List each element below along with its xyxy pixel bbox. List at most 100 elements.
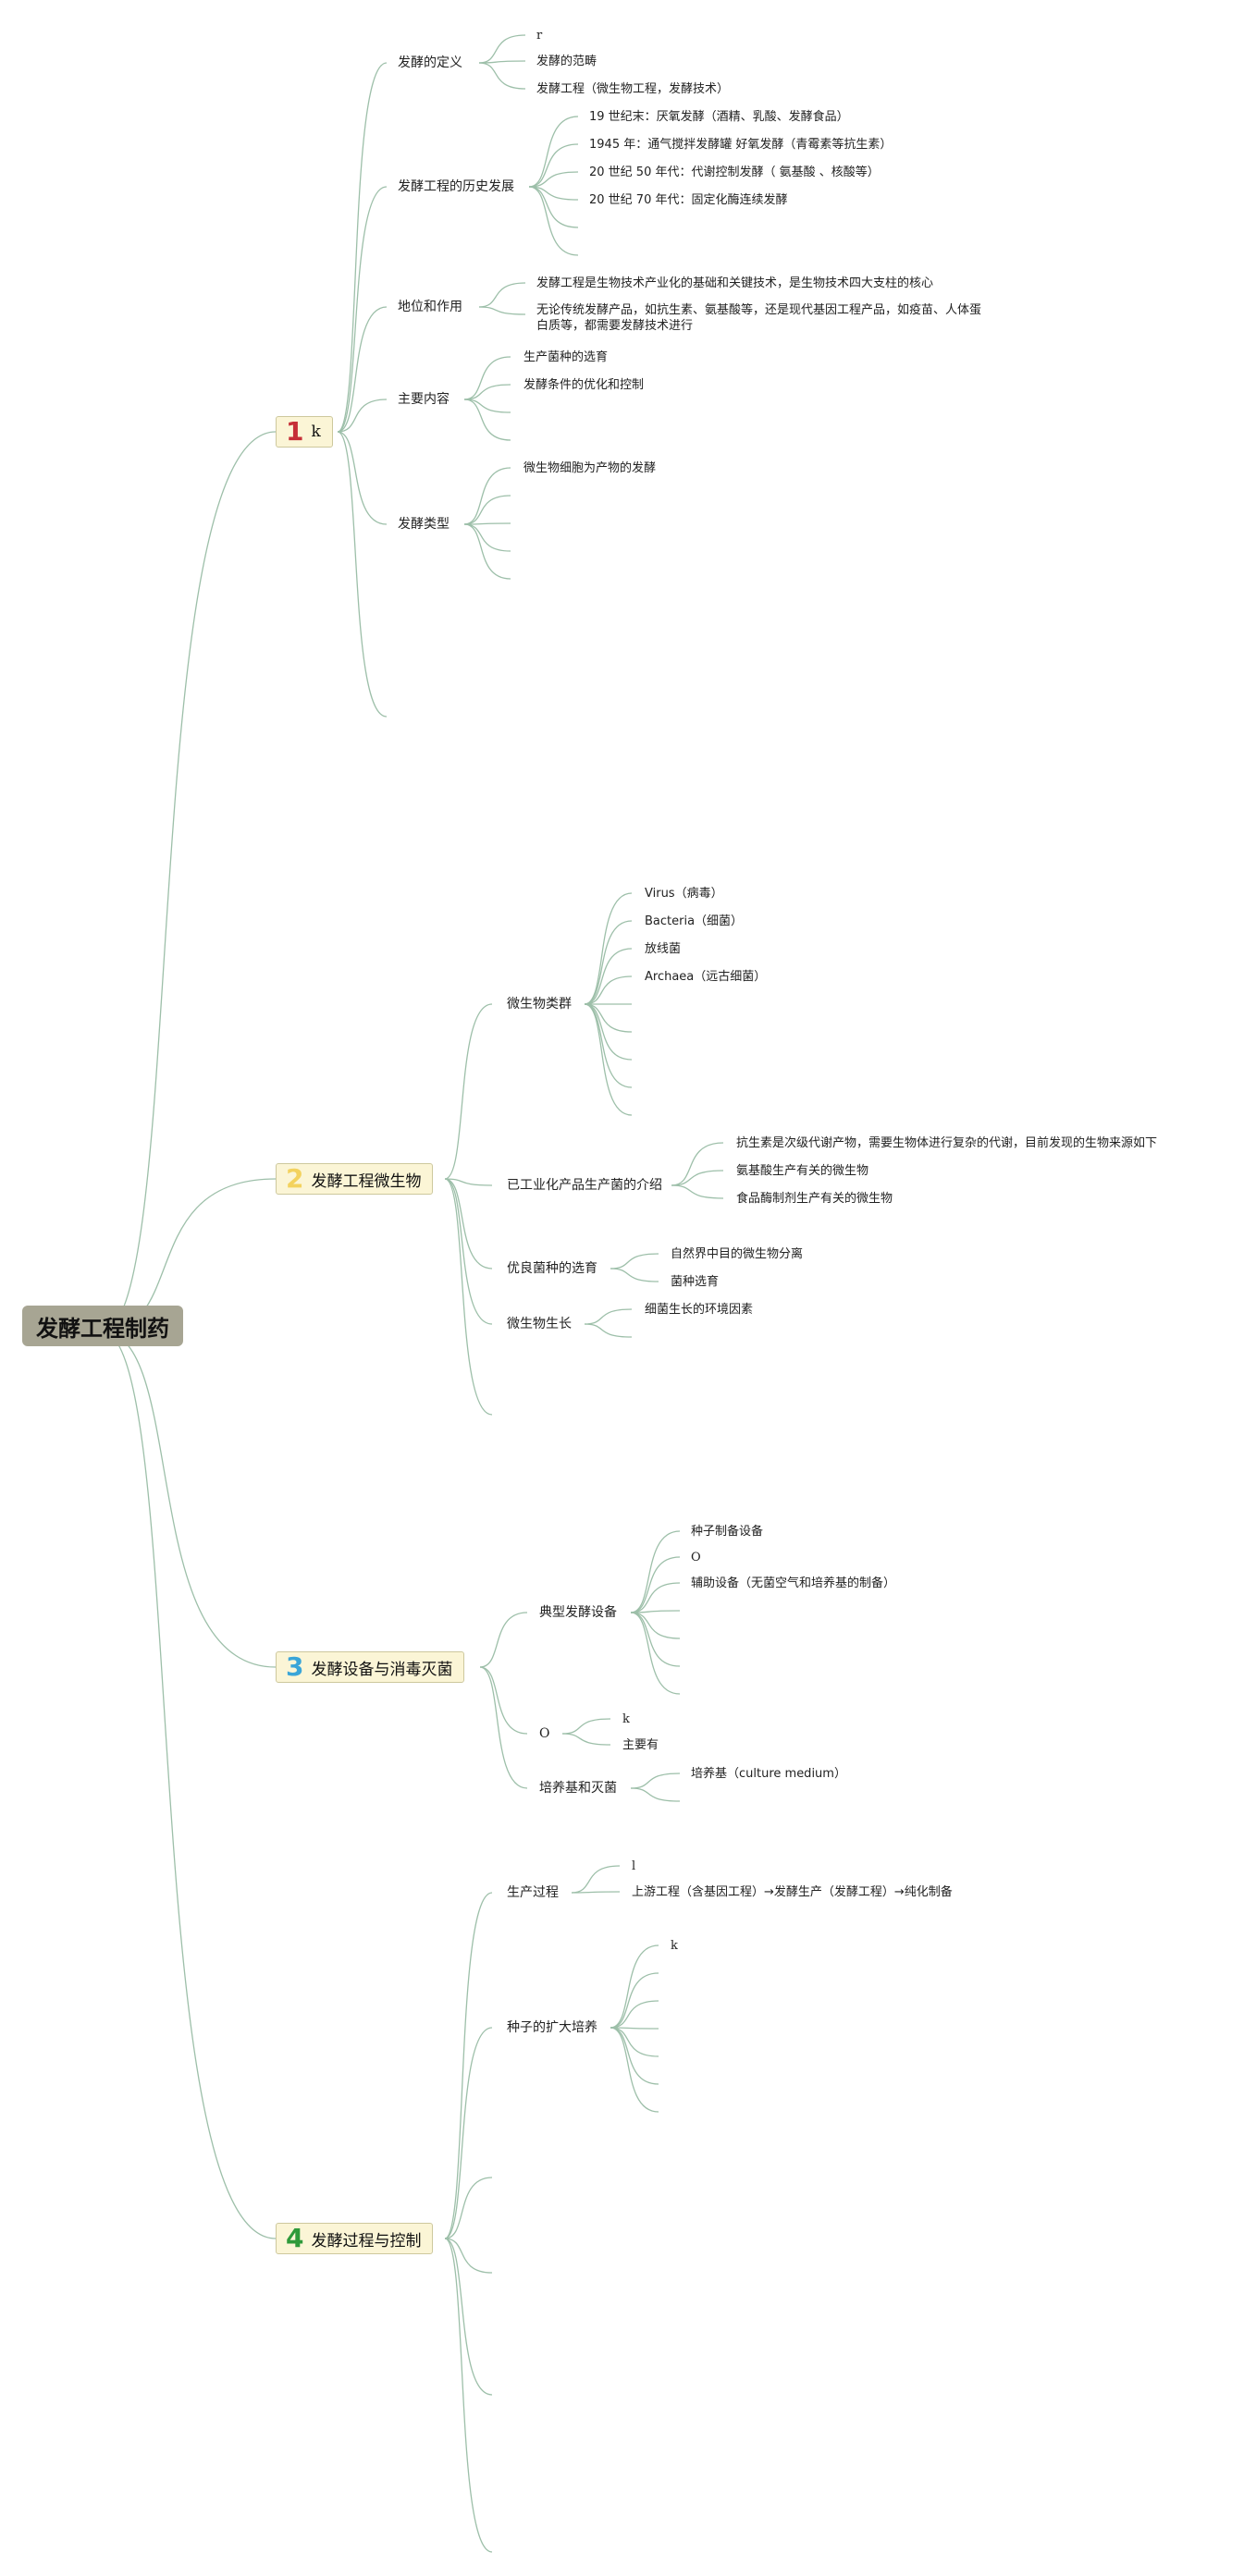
branch-production-process[interactable]: 生产过程 bbox=[507, 1885, 559, 1900]
connector bbox=[444, 2238, 493, 2396]
leaf-role-1[interactable]: 发酵工程是生物技术产业化的基础和关键技术，是生物技术四大支柱的核心 bbox=[536, 276, 934, 290]
connector bbox=[101, 431, 277, 1332]
leaf-content-1[interactable]: 生产菌种的选育 bbox=[523, 350, 609, 364]
connector bbox=[630, 1610, 681, 1613]
branch-seed-culture[interactable]: 种子的扩大培养 bbox=[507, 2020, 597, 2035]
connector bbox=[478, 34, 526, 64]
topic-4-number: 4 bbox=[286, 2223, 304, 2253]
connector bbox=[528, 116, 579, 188]
branch-role[interactable]: 地位和作用 bbox=[398, 300, 462, 314]
leaf-definition-2[interactable]: 发酵的范畴 bbox=[536, 55, 597, 68]
connector bbox=[561, 1733, 611, 1746]
connector bbox=[630, 1556, 681, 1613]
leaf-equipment-3[interactable]: 辅助设备（无菌空气和培养基的制备） bbox=[691, 1576, 896, 1590]
connector bbox=[478, 62, 526, 90]
leaf-breeding-2[interactable]: 菌种选育 bbox=[671, 1275, 720, 1289]
leaf-history-1[interactable]: 19 世纪末：厌氧发酵（酒精、乳酸、发酵食品） bbox=[589, 110, 849, 124]
connector bbox=[610, 2027, 659, 2113]
connector bbox=[444, 1178, 493, 1416]
leaf-groups-3[interactable]: 放线菌 bbox=[645, 942, 682, 956]
leaf-industrial-3[interactable]: 食品酶制剂生产有关的微生物 bbox=[736, 1192, 893, 1206]
leaf-definition-1[interactable]: r bbox=[536, 29, 543, 43]
connector bbox=[528, 171, 579, 188]
connector bbox=[528, 186, 579, 256]
leaf-o-1[interactable]: k bbox=[622, 1712, 630, 1726]
leaf-medium-1[interactable]: 培养基（culture medium） bbox=[691, 1767, 846, 1781]
connector bbox=[561, 1718, 611, 1735]
topic-2[interactable]: 2 发酵工程微生物 bbox=[276, 1163, 434, 1195]
topic-1[interactable]: 1 k bbox=[276, 416, 333, 448]
leaf-industrial-1[interactable]: 抗生素是次级代谢产物，需要生物体进行复杂的代谢，目前发现的生物来源如下 bbox=[736, 1136, 1158, 1150]
connector bbox=[584, 892, 633, 1005]
connector bbox=[630, 1612, 681, 1695]
connector bbox=[528, 143, 579, 188]
leaf-history-2[interactable]: 1945 年：通气搅拌发酵罐 好氧发酵（青霉素等抗生素） bbox=[589, 138, 893, 152]
topic-4[interactable]: 4 发酵过程与控制 bbox=[276, 2223, 434, 2254]
branch-history[interactable]: 发酵工程的历史发展 bbox=[398, 179, 514, 194]
connector bbox=[479, 1612, 528, 1668]
branch-content[interactable]: 主要内容 bbox=[398, 392, 450, 407]
topic-1-number: 1 bbox=[286, 416, 304, 447]
leaf-breeding-1[interactable]: 自然界中目的微生物分离 bbox=[671, 1247, 804, 1261]
topic-3-number: 3 bbox=[286, 1651, 304, 1682]
connector bbox=[671, 1170, 724, 1186]
connector bbox=[571, 1891, 621, 1894]
connector bbox=[101, 1331, 277, 2239]
topic-3[interactable]: 3 发酵设备与消毒灭菌 bbox=[276, 1651, 465, 1683]
leaf-growth-1[interactable]: 细菌生长的环境因素 bbox=[645, 1303, 754, 1317]
connector bbox=[584, 1308, 633, 1325]
connector bbox=[101, 1331, 277, 1668]
branch-growth[interactable]: 微生物生长 bbox=[507, 1317, 572, 1331]
branch-definition[interactable]: 发酵的定义 bbox=[398, 55, 462, 70]
connector bbox=[444, 1178, 493, 1186]
leaf-role-2[interactable]: 无论传统发酵产品，如抗生素、氨基酸等，还是现代基因工程产品，如疫苗、人体蛋白质等… bbox=[536, 303, 982, 333]
leaf-o-2[interactable]: 主要有 bbox=[622, 1738, 659, 1752]
leaf-process-1[interactable]: l bbox=[632, 1859, 636, 1873]
connector bbox=[478, 282, 526, 308]
leaf-process-2[interactable]: 上游工程（含基因工程）→发酵生产（发酵工程）→纯化制备 bbox=[632, 1885, 953, 1899]
central-topic[interactable]: 发酵工程制药 bbox=[22, 1306, 183, 1346]
leaf-seed-1[interactable]: k bbox=[671, 1939, 678, 1953]
connector bbox=[463, 523, 511, 580]
connector bbox=[610, 2000, 659, 2029]
connector bbox=[337, 306, 388, 433]
branch-breeding[interactable]: 优良菌种的选育 bbox=[507, 1261, 597, 1276]
leaf-history-3[interactable]: 20 世纪 50 年代：代谢控制发酵（ 氨基酸 、核酸等） bbox=[589, 166, 880, 179]
connector bbox=[337, 431, 388, 718]
leaf-industrial-2[interactable]: 氨基酸生产有关的微生物 bbox=[736, 1164, 869, 1178]
leaf-history-4[interactable]: 20 世纪 70 年代：固定化酶连续发酵 bbox=[589, 193, 788, 207]
leaf-equipment-1[interactable]: 种子制备设备 bbox=[691, 1525, 764, 1539]
leaf-groups-1[interactable]: Virus（病毒） bbox=[645, 887, 723, 901]
leaf-groups-4[interactable]: Archaea（远古细菌） bbox=[645, 970, 767, 984]
topic-2-label: 发酵工程微生物 bbox=[311, 1171, 422, 1191]
connector bbox=[478, 306, 526, 315]
branch-o[interactable]: O bbox=[539, 1726, 550, 1741]
connector bbox=[444, 1178, 493, 1270]
branch-microbe-groups[interactable]: 微生物类群 bbox=[507, 997, 572, 1012]
connector bbox=[630, 1582, 681, 1613]
leaf-types-1[interactable]: 微生物细胞为产物的发酵 bbox=[523, 461, 657, 475]
connector bbox=[463, 384, 511, 400]
leaf-equipment-2[interactable]: O bbox=[691, 1551, 701, 1564]
connector bbox=[671, 1142, 724, 1186]
branch-industrial-strains[interactable]: 已工业化产品生产菌的介绍 bbox=[507, 1178, 662, 1193]
leaf-content-2[interactable]: 发酵条件的优化和控制 bbox=[523, 378, 645, 392]
connector bbox=[528, 186, 579, 201]
connector bbox=[463, 356, 511, 400]
connector bbox=[610, 1944, 659, 2029]
branch-types[interactable]: 发酵类型 bbox=[398, 517, 450, 532]
connector bbox=[444, 1892, 493, 2239]
connector bbox=[463, 399, 511, 441]
connector bbox=[630, 1773, 681, 1789]
branch-equipment[interactable]: 典型发酵设备 bbox=[539, 1605, 617, 1620]
connector bbox=[610, 1253, 659, 1270]
connector bbox=[463, 495, 511, 525]
leaf-groups-2[interactable]: Bacteria（细菌） bbox=[645, 914, 744, 928]
connector bbox=[444, 1003, 493, 1180]
topic-1-label: k bbox=[311, 423, 321, 441]
connector bbox=[463, 399, 511, 413]
leaf-definition-3[interactable]: 发酵工程（微生物工程，发酵技术） bbox=[536, 82, 730, 96]
branch-medium[interactable]: 培养基和灭菌 bbox=[539, 1781, 617, 1796]
connector bbox=[584, 1323, 633, 1338]
